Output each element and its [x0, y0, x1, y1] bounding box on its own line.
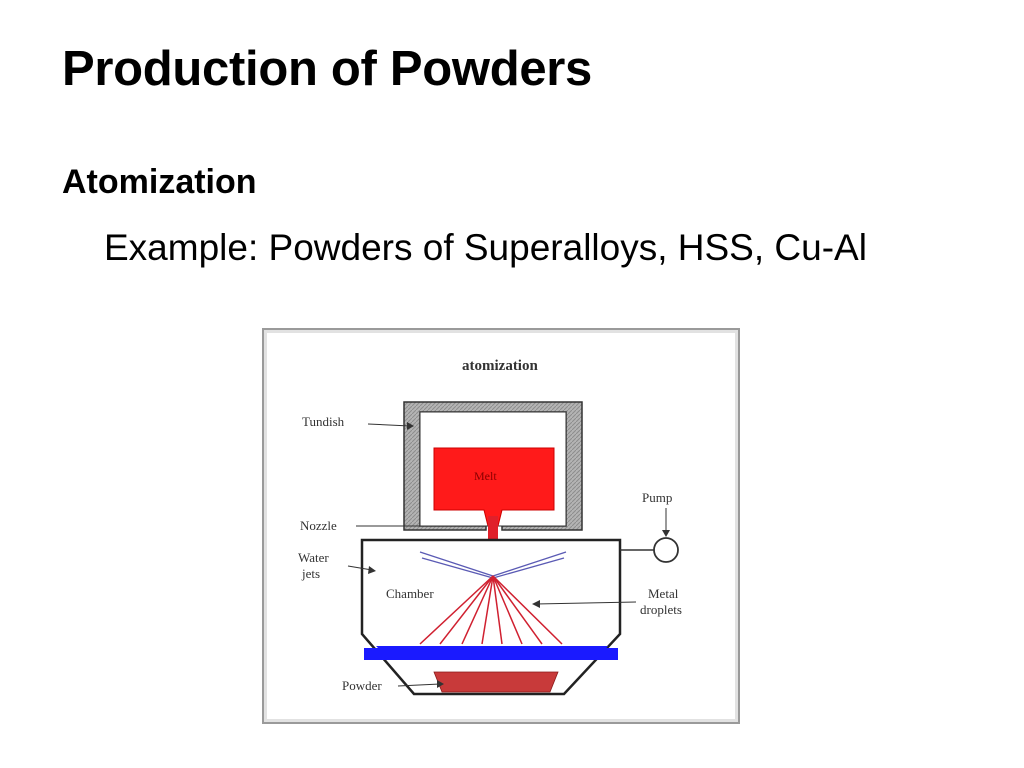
metal-droplets-arrowhead — [532, 600, 540, 608]
section-heading: Atomization — [62, 163, 257, 201]
water-jets-label-line2: jets — [301, 566, 320, 581]
water-jets-arrowhead — [368, 566, 376, 574]
metal-droplets-arrow — [535, 601, 637, 605]
tundish-arrow — [367, 423, 411, 427]
pump-label: Pump — [642, 490, 672, 505]
powder-arrow — [397, 683, 441, 687]
atomization-diagram-svg: atomization Melt — [298, 358, 682, 696]
water-jets — [419, 551, 567, 579]
water-jets-label-line1: Water — [298, 550, 329, 565]
tundish-label: Tundish — [302, 414, 345, 429]
tundish-arrowhead — [407, 422, 414, 430]
nozzle-label: Nozzle — [300, 518, 337, 533]
diagram-title: atomization — [462, 358, 538, 374]
metal-droplets-label-line1: Metal — [648, 586, 679, 601]
chamber-label: Chamber — [386, 586, 434, 601]
example-text: Example: Powders of Superalloys, HSS, Cu… — [104, 227, 867, 268]
water-jets-arrow — [347, 565, 373, 571]
powder-pile — [433, 671, 559, 693]
melt-label: Melt — [474, 469, 497, 483]
slide-title: Production of Powders — [62, 42, 592, 96]
atomization-diagram: atomization Melt — [262, 328, 740, 724]
pump-circle — [653, 537, 679, 563]
water-layer-top — [364, 648, 618, 660]
powder-arrowhead — [437, 680, 444, 688]
pump-arrowhead — [662, 530, 670, 537]
chamber-outline — [360, 538, 622, 696]
powder-label: Powder — [342, 678, 382, 693]
metal-droplets-label-line2: droplets — [640, 602, 682, 617]
metal-droplets — [419, 575, 563, 645]
